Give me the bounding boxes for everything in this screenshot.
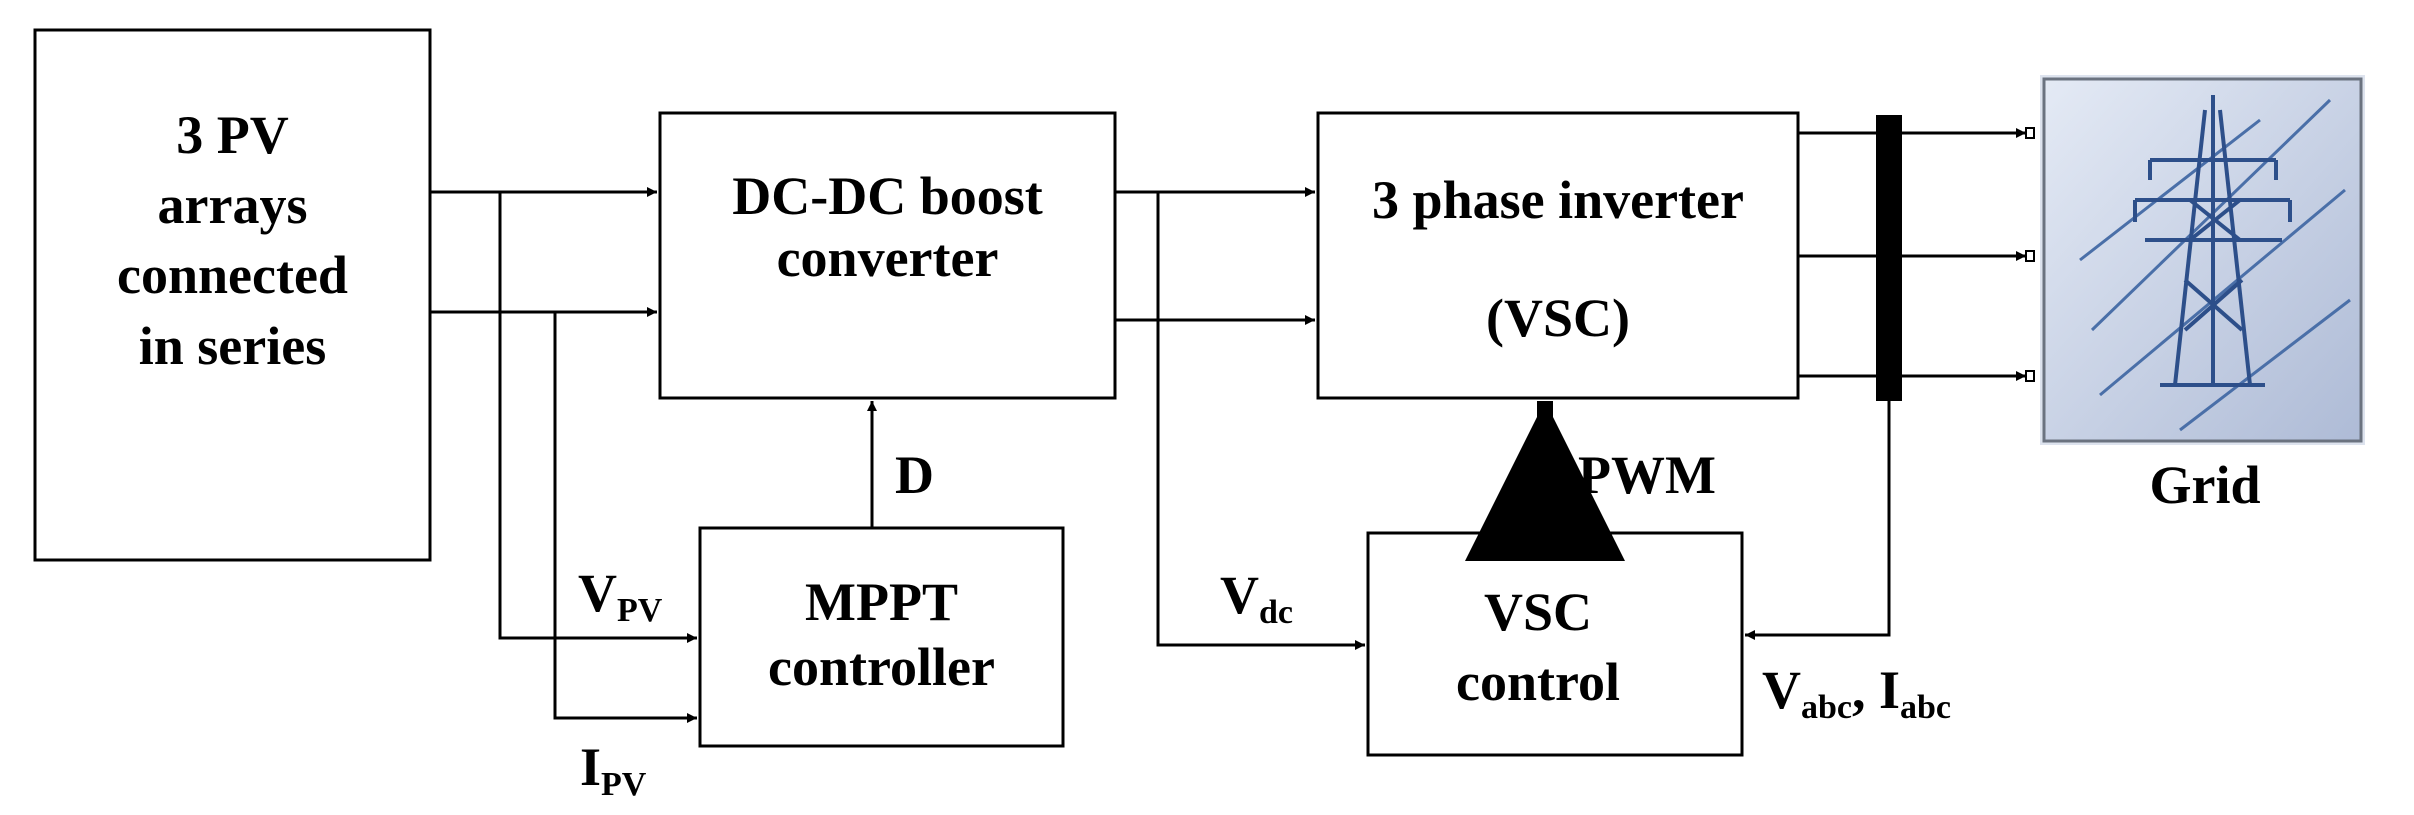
- ipv-main: I: [580, 737, 602, 797]
- ipv-sense-line: [553, 312, 697, 723]
- vpv-signal-label: VPV: [578, 558, 662, 633]
- mppt-controller-block: [698, 526, 1065, 748]
- ipv-signal-label: IPV: [580, 732, 646, 807]
- iabc-main: I: [1879, 660, 1901, 720]
- pv-label-line-4: in series: [138, 315, 327, 376]
- vdc-subscript: dc: [1259, 594, 1293, 631]
- boost-label-line-1: DC-DC boost: [732, 166, 1043, 226]
- power-transmission-tower-icon: [2040, 75, 2365, 445]
- vpv-main: V: [578, 563, 617, 623]
- vpv-subscript: PV: [617, 592, 663, 629]
- three-phase-inverter-block: [1316, 111, 1800, 400]
- pv-arrays-label: 3 PV arrays connected in series: [35, 100, 430, 381]
- vabc-iabc-feedback-line: [1745, 401, 1891, 640]
- vpv-sense-line: [498, 192, 697, 643]
- grid-terminal-c: [2025, 370, 2035, 382]
- vabc-iabc-signal-label: Vabc, Iabc: [1762, 655, 1951, 730]
- vsc-control-label: VSC control: [1368, 577, 1708, 717]
- vsc-label-line-2: control: [1456, 652, 1620, 713]
- measurement-bus-bar: [1876, 115, 1902, 401]
- boost-label-line-2: converter: [776, 228, 999, 289]
- iabc-subscript: abc: [1900, 689, 1952, 726]
- vabc-iabc-separator: ,: [1852, 660, 1879, 720]
- vdc-main: V: [1220, 565, 1259, 625]
- grid-label: Grid: [2149, 455, 2261, 515]
- vsc-label-line-1: VSC: [1483, 582, 1593, 642]
- pv-label-line-3: connected: [117, 245, 348, 306]
- vabc-subscript: abc: [1801, 689, 1852, 726]
- mppt-label-line-2: controller: [768, 636, 995, 697]
- vabc-main: V: [1762, 660, 1801, 720]
- mppt-label-line-1: MPPT: [805, 572, 958, 632]
- grid-terminal-b: [2025, 250, 2035, 262]
- pwm-signal-label: PWM: [1578, 445, 1716, 505]
- mppt-controller-label: MPPT controller: [700, 570, 1063, 700]
- duty-signal-label: D: [895, 445, 934, 505]
- grid-terminal-a: [2025, 127, 2035, 139]
- ipv-subscript: PV: [601, 766, 647, 803]
- dc-dc-boost-converter-block: [658, 111, 1117, 400]
- pv-label-line-2: arrays: [157, 175, 308, 236]
- inverter-label-line-2: (VSC): [1486, 288, 1630, 348]
- vdc-sense-line: [1156, 192, 1365, 650]
- pv-arrays-block: [33, 28, 432, 562]
- pv-label-line-1: 3 PV: [176, 105, 289, 165]
- vdc-signal-label: Vdc: [1220, 560, 1293, 635]
- boost-converter-label: DC-DC boost converter: [660, 165, 1115, 289]
- inverter-label-line-1: 3 phase inverter: [1372, 170, 1744, 230]
